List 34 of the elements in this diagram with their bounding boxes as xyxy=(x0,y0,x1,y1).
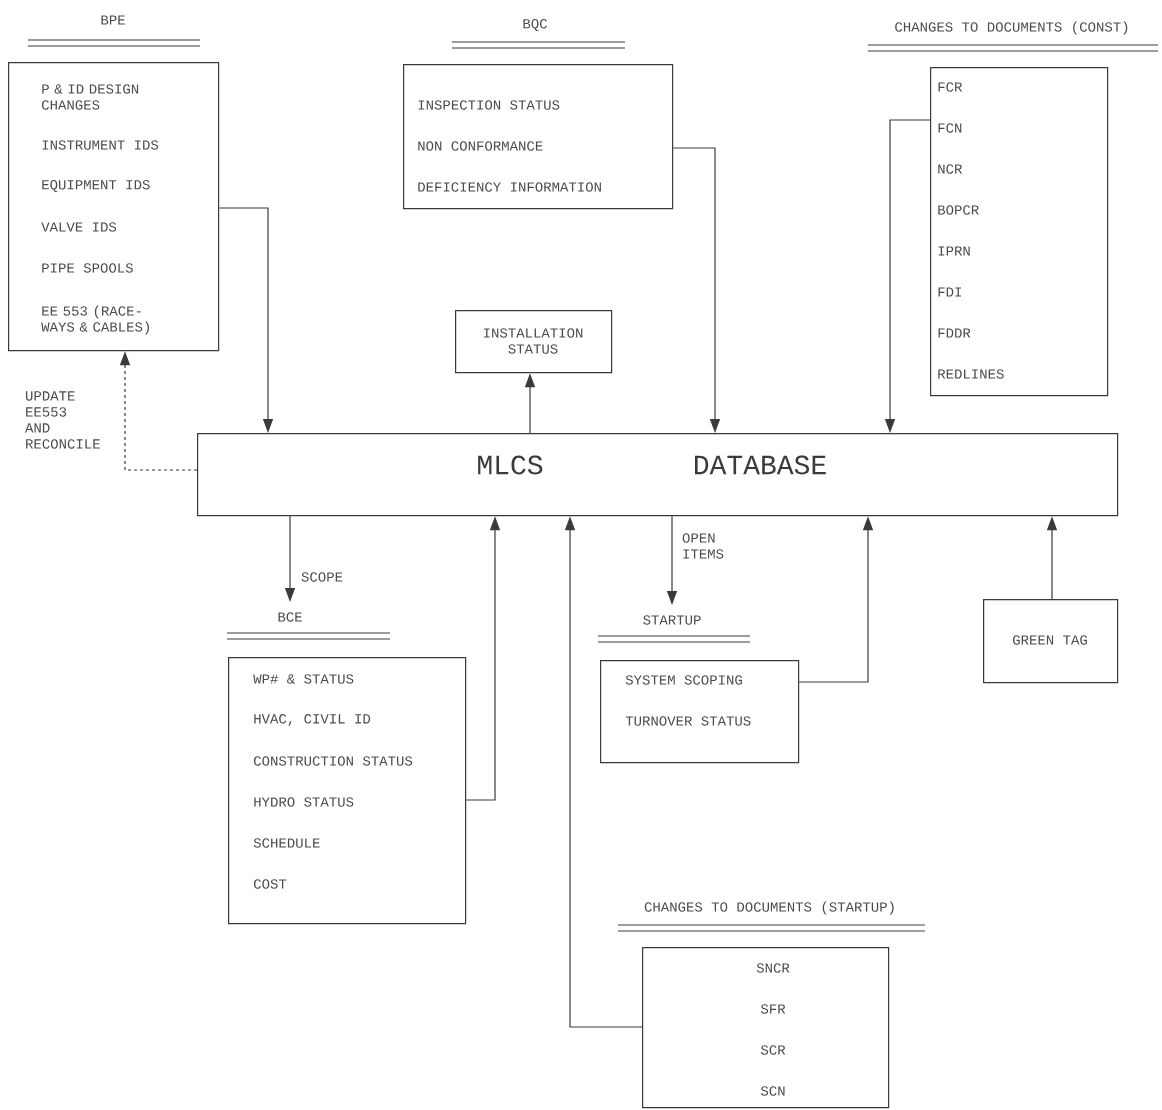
box-heading: STARTUP xyxy=(597,615,751,643)
node-label: SCN xyxy=(760,1086,785,1096)
node-label: SCR xyxy=(760,1045,786,1055)
box-heading: BQC xyxy=(451,19,626,49)
node-label: INSTRUMENT IDS xyxy=(42,140,159,150)
node-label: CONSTRUCTION STATUS xyxy=(253,756,413,766)
node-label: HVAC, CIVIL ID xyxy=(254,714,371,726)
box-heading: BPE xyxy=(27,15,201,47)
node-label: SFR xyxy=(760,1004,786,1014)
list-box: P & ID DESIGN CHANGES INSTRUMENT IDS EQUIPMENT IDS VALVE IDS PIPE SPOOLS EE 553 (RACE- WAYS & CABLES) xyxy=(8,62,220,352)
list-box: FCR FCN NCR BOPCR IPRN FDI FDDR REDLINES xyxy=(930,67,1109,397)
list-box: GREEN TAG xyxy=(983,599,1119,684)
list-box: WP# & STATUS HVAC, CIVIL ID CONSTRUCTION STATUS HYDRO STATUS SCHEDULE COST xyxy=(228,657,467,925)
node-label: HYDRO STATUS xyxy=(254,797,354,807)
node-label: SNCR xyxy=(756,963,790,973)
node-label: PIPE SPOOLS xyxy=(42,263,133,273)
box-heading: CHANGES TO DOCUMENTS (STARTUP) xyxy=(617,901,926,932)
list-box: INSTALLATION STATUS xyxy=(455,310,613,374)
database-box: MLCS DATABASE xyxy=(197,433,1119,517)
list-box: SYSTEM SCOPING TURNOVER STATUS xyxy=(600,660,800,764)
list-box: SNCR SFR SCR SCN xyxy=(642,947,890,1109)
box-heading: CHANGES TO DOCUMENTS (CONST) xyxy=(867,21,1159,52)
node-label: SCHEDULE xyxy=(253,838,320,848)
node-label: WP# & STATUS xyxy=(253,674,354,684)
node-label: COST xyxy=(253,879,287,889)
box-heading: BCE xyxy=(226,612,391,640)
node-label: P & ID DESIGN CHANGES xyxy=(41,84,139,110)
node-label: EQUIPMENT IDS xyxy=(42,179,150,193)
list-box: INSPECTION STATUS NON CONFORMANCE DEFICIENCY INFORMATION xyxy=(403,64,674,210)
node-label: EE 553 (RACE- WAYS & CABLES) xyxy=(41,305,149,335)
edge-label: UPDATE EE553 AND RECONCILE xyxy=(25,391,100,449)
edge-label: OPEN ITEMS xyxy=(682,533,724,559)
edge-label: SCOPE xyxy=(301,572,343,582)
node-label: VALVE IDS xyxy=(41,222,117,232)
